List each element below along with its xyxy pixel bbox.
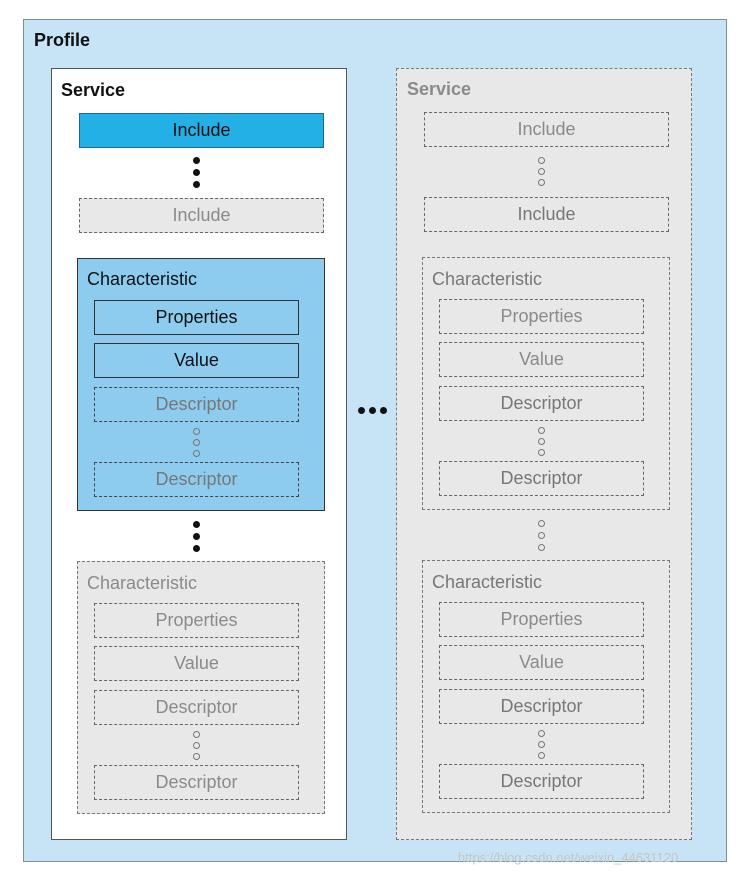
vertical-ellipsis-dot [193,181,200,188]
horizontal-ellipsis-dot [380,407,387,414]
hollow-ellipsis-dot [538,532,545,539]
characteristic-title: Characteristic [432,572,543,592]
hollow-ellipsis-dot [538,730,545,737]
descriptor-box: Descriptor [94,462,299,497]
service-right-include-bottom: Include [424,197,669,232]
horizontal-ellipsis-dot [358,407,365,414]
characteristic-title: Characteristic [432,269,543,289]
descriptor-box: Descriptor [94,765,299,800]
properties-box: Properties [439,602,644,637]
value-box: Value [439,342,644,377]
value-box: Value [439,645,644,680]
descriptor-box: Descriptor [439,689,644,724]
hollow-ellipsis-dot [193,428,200,435]
hollow-ellipsis-dot [538,157,545,164]
hollow-ellipsis-dot [538,427,545,434]
hollow-ellipsis-dot [538,179,545,186]
service-right-title: Service [407,79,472,99]
descriptor-box: Descriptor [439,386,644,421]
vertical-ellipsis-dot [193,521,200,528]
service-right-include-top: Include [424,112,669,147]
properties-box: Properties [94,300,299,335]
vertical-ellipsis-dot [193,545,200,552]
descriptor-box: Descriptor [439,461,644,496]
vertical-ellipsis-dot [193,157,200,164]
descriptor-box: Descriptor [439,764,644,799]
characteristic-title: Characteristic [87,269,198,289]
properties-box: Properties [94,603,299,638]
hollow-ellipsis-dot [538,168,545,175]
vertical-ellipsis-dot [193,169,200,176]
characteristic-title: Characteristic [87,573,198,593]
hollow-ellipsis-dot [193,439,200,446]
hollow-ellipsis-dot [193,450,200,457]
hollow-ellipsis-dot [538,752,545,759]
service-left-title: Service [61,80,126,100]
service-left-include-bottom: Include [79,198,324,233]
hollow-ellipsis-dot [193,742,200,749]
hollow-ellipsis-dot [193,753,200,760]
descriptor-box: Descriptor [94,387,299,422]
value-box: Value [94,646,299,681]
descriptor-box: Descriptor [94,690,299,725]
hollow-ellipsis-dot [538,438,545,445]
hollow-ellipsis-dot [538,544,545,551]
watermark-text: https://blog.csdn.net/weixin_44631120 [458,850,679,865]
hollow-ellipsis-dot [538,741,545,748]
hollow-ellipsis-dot [538,449,545,456]
vertical-ellipsis-dot [193,533,200,540]
profile-title: Profile [34,30,91,50]
value-box: Value [94,343,299,378]
hollow-ellipsis-dot [538,520,545,527]
service-left-include-top: Include [79,113,324,148]
properties-box: Properties [439,299,644,334]
hollow-ellipsis-dot [193,731,200,738]
horizontal-ellipsis-dot [369,407,376,414]
